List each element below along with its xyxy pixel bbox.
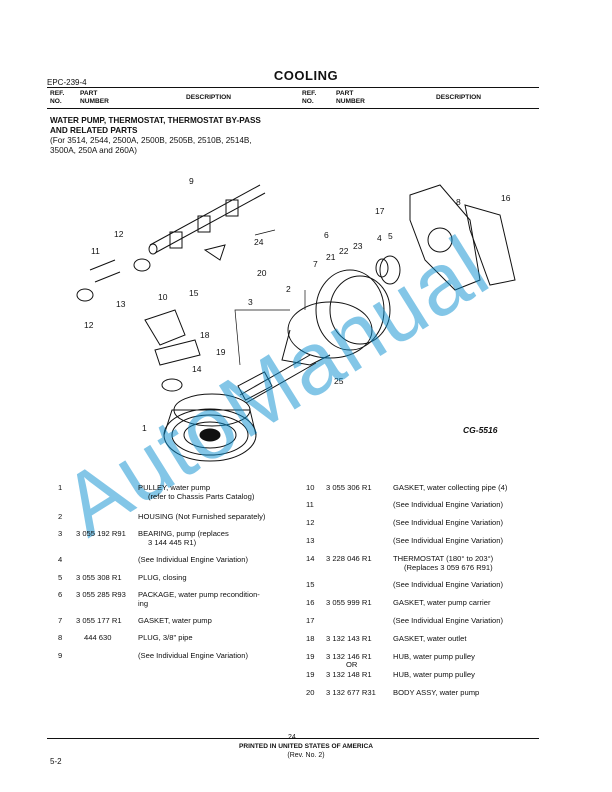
printed-notice: PRINTED IN UNITED STATES OF AMERICA — [239, 743, 373, 750]
pump-carrier-part — [409, 184, 481, 291]
section-title-line2: AND RELATED PARTS — [50, 126, 138, 135]
section-applies-line2: 3500A, 250A and 260A) — [50, 146, 137, 155]
col-ref-right: REF. NO. — [302, 90, 317, 105]
revision-number: (Rev. No. 2) — [287, 752, 325, 759]
col-desc-left: DESCRIPTION — [186, 94, 232, 101]
document-id: EPC-239-4 — [47, 78, 87, 87]
callout-8: 8 — [456, 197, 461, 207]
callout-25: 25 — [334, 376, 344, 386]
col-ref-left: REF. NO. — [50, 90, 65, 105]
callout-24: 24 — [254, 237, 264, 247]
col-part-right: PART NUMBER — [336, 90, 365, 105]
callout-16: 16 — [501, 193, 511, 203]
header-rule-top — [47, 87, 539, 88]
thermostat-housing-part — [144, 309, 186, 346]
callout-19: 19 — [216, 347, 226, 357]
callout-2: 2 — [286, 284, 291, 294]
col-part-left: PART NUMBER — [80, 90, 109, 105]
callout-23: 23 — [353, 241, 363, 251]
page-title: COOLING — [273, 68, 339, 83]
pulley-part — [163, 393, 257, 462]
callout-7: 7 — [313, 259, 318, 269]
callout-11: 11 — [91, 246, 100, 256]
exploded-view-diagram — [76, 184, 516, 462]
callout-5: 5 — [388, 231, 393, 241]
water-outlet-gasket-part — [154, 339, 201, 366]
page-number: 5-2 — [50, 757, 62, 766]
callout-12a: 12 — [114, 229, 124, 239]
footer-note: PRINTED IN UNITED STATES OF AMERICA (Rev… — [0, 742, 612, 760]
col-desc-right: DESCRIPTION — [436, 94, 482, 101]
callout-3: 3 — [248, 297, 253, 307]
section-title: WATER PUMP, THERMOSTAT, THERMOSTAT BY-PA… — [50, 116, 310, 156]
gasket-part — [315, 269, 385, 351]
callout-10: 10 — [158, 292, 168, 302]
callout-4: 4 — [377, 233, 382, 243]
pipe-gasket-part — [203, 244, 226, 261]
section-applies-line1: (For 3514, 2544, 2500A, 2500B, 2505B, 25… — [50, 136, 252, 145]
callout-17: 17 — [375, 206, 385, 216]
callout-12b: 12 — [84, 320, 94, 330]
impeller-part — [375, 255, 401, 285]
callout-13: 13 — [116, 299, 126, 309]
callout-6: 6 — [324, 230, 329, 240]
callout-15: 15 — [189, 288, 199, 298]
page-overlay-number: 24 — [288, 734, 296, 741]
header-rule-bottom — [47, 108, 539, 109]
thermostat-part — [161, 378, 183, 392]
callout-22: 22 — [339, 246, 349, 256]
pump-body-part — [281, 275, 391, 366]
hose-part — [76, 258, 151, 302]
callout-20: 20 — [257, 268, 267, 278]
carrier-gasket-part — [464, 204, 516, 286]
bearing-shaft-part — [237, 354, 317, 404]
callout-18: 18 — [200, 330, 210, 340]
section-title-line1: WATER PUMP, THERMOSTAT, THERMOSTAT BY-PA… — [50, 116, 261, 125]
callout-9: 9 — [189, 176, 194, 186]
callout-1: 1 — [142, 423, 147, 433]
figure-label: CG-5516 — [463, 425, 498, 435]
footer-rule — [47, 738, 539, 739]
callout-21: 21 — [326, 252, 336, 262]
water-collecting-pipe-part — [148, 184, 266, 255]
callout-14: 14 — [192, 364, 202, 374]
